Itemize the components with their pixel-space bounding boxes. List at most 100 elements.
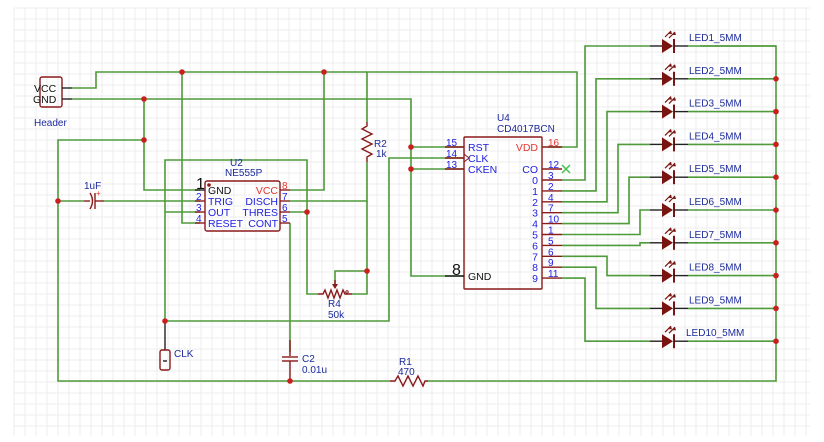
- wire-led-output[interactable]: [562, 176, 650, 225]
- u4-pin-name: CKEN: [468, 164, 497, 176]
- u4-output-name: 8: [532, 262, 538, 274]
- u2-pin-number: 2: [196, 192, 202, 203]
- u4-value: CD4017BCN: [497, 124, 555, 135]
- u2-pin-number: 5: [282, 214, 288, 225]
- capacitor-c2[interactable]: C2 0.01u: [282, 340, 327, 381]
- led[interactable]: LED8_5MM: [650, 260, 742, 283]
- led-label: LED7_5MM: [689, 230, 742, 241]
- u4-output-name: 4: [532, 219, 538, 231]
- capacitor-c1[interactable]: + 1uF: [84, 181, 104, 210]
- ic-u2-ne555[interactable]: U2 NE555P: [204, 158, 281, 232]
- u4-pin-number: 8: [452, 262, 461, 279]
- wire-vcc-555[interactable]: [181, 72, 200, 224]
- wire-led-output[interactable]: [562, 209, 650, 236]
- wire-led-output[interactable]: [562, 110, 650, 203]
- u4-output-name: 5: [532, 230, 538, 242]
- r4-value: 50k: [328, 310, 345, 321]
- u2-pin-name: CONT: [248, 218, 278, 230]
- u4-co-number: 12: [548, 160, 560, 171]
- wire-gnd-top[interactable]: [144, 98, 464, 277]
- svg-text:+: +: [96, 189, 101, 198]
- led[interactable]: LED2_5MM: [650, 63, 742, 86]
- wire-led-output[interactable]: [562, 255, 650, 277]
- c2-value: 0.01u: [302, 365, 327, 376]
- r1-ref: R1: [399, 357, 412, 368]
- u4-pin-number: 13: [446, 160, 458, 171]
- u2-pin-name: DISCH: [245, 196, 278, 208]
- u4-output-name: 1: [532, 186, 538, 198]
- u2-pin-name: GND: [208, 185, 232, 197]
- u4-pin-number: 14: [446, 149, 458, 160]
- no-connect-marker: [561, 164, 571, 174]
- r2-ref: R2: [374, 139, 387, 150]
- c1-value: 1uF: [84, 181, 101, 192]
- c2-ref: C2: [302, 354, 315, 365]
- u4-pin-name: RST: [468, 142, 490, 154]
- wire-thres[interactable]: [290, 211, 318, 295]
- wire-vcc[interactable]: [72, 71, 578, 148]
- wire-led-output[interactable]: [562, 143, 650, 214]
- u4-output-pin-number: 11: [548, 269, 559, 280]
- wires: [57, 45, 777, 382]
- potentiometer-r4[interactable]: R4 50k: [318, 280, 352, 321]
- wire-vcc-pin8[interactable]: [290, 72, 325, 191]
- u4-output-pin-number: 2: [548, 182, 554, 193]
- wire-led-output[interactable]: [562, 45, 650, 181]
- led[interactable]: LED7_5MM: [650, 227, 742, 250]
- r1-value: 470: [398, 367, 415, 378]
- clk-probe[interactable]: CLK: [159, 321, 194, 371]
- u2-pin-number: 8: [282, 181, 288, 192]
- led[interactable]: LED5_5MM: [650, 161, 742, 185]
- wire-gnd-left[interactable]: [57, 139, 390, 382]
- u2-pin-name: TRIG: [208, 196, 233, 208]
- wire-thres-top[interactable]: [164, 159, 308, 213]
- led[interactable]: LED9_5MM: [650, 292, 742, 316]
- led[interactable]: LED1_5MM: [650, 30, 742, 53]
- led-label: LED9_5MM: [689, 295, 742, 306]
- led[interactable]: LED6_5MM: [650, 194, 742, 217]
- u4-output-pin-number: 5: [548, 236, 554, 247]
- junctions: [55, 69, 414, 384]
- u2-pin-name: VCC: [256, 185, 279, 197]
- resistor-r1[interactable]: R1 470: [390, 357, 428, 388]
- wire-led-output[interactable]: [562, 266, 650, 310]
- wire-gnd[interactable]: [72, 98, 200, 191]
- u4-output-name: 6: [532, 240, 538, 252]
- wire-out-clk[interactable]: [164, 157, 464, 322]
- r4-ref: R4: [328, 299, 341, 310]
- resistor-r2[interactable]: R2 1k: [360, 122, 388, 162]
- u2-pin-number: 4: [196, 214, 202, 225]
- header-connector[interactable]: VCC GND Header: [33, 76, 72, 129]
- u4-pin-name: CLK: [468, 153, 488, 165]
- u4-output-name: 7: [532, 251, 538, 263]
- u4-output-pin-number: 1: [548, 226, 554, 237]
- u4-ref: U4: [497, 113, 510, 124]
- led-label: LED3_5MM: [689, 99, 742, 110]
- wire-led-output[interactable]: [562, 277, 650, 343]
- u4-output-name: 9: [532, 273, 538, 285]
- wire-led-output[interactable]: [562, 242, 650, 247]
- u4-output-pin-number: 10: [548, 215, 560, 226]
- led-label: LED6_5MM: [689, 197, 742, 208]
- led-label: LED10_5MM: [686, 328, 744, 339]
- u4-vdd-number: 16: [548, 138, 560, 149]
- led[interactable]: LED4_5MM: [650, 128, 742, 152]
- led[interactable]: LED10_5MM: [650, 325, 744, 349]
- u4-output-name: 0: [532, 175, 538, 187]
- led-label: LED4_5MM: [689, 131, 742, 142]
- u4-output-pin-number: 7: [548, 204, 554, 215]
- wire-led-output[interactable]: [562, 78, 650, 192]
- u4-output-name: 3: [532, 208, 538, 220]
- u4-pin-name: GND: [468, 271, 492, 283]
- wire-pot-right[interactable]: [352, 271, 368, 295]
- u2-pin-name: OUT: [208, 207, 231, 219]
- u4-output-name: 2: [532, 197, 538, 209]
- led[interactable]: LED3_5MM: [650, 96, 742, 119]
- u2-pin-number: 3: [196, 203, 202, 214]
- u2-pin-number: 1: [196, 176, 205, 193]
- header-pin-gnd: GND: [33, 94, 57, 106]
- r2-value: 1k: [376, 149, 388, 160]
- wire-pot-wiper[interactable]: [334, 201, 368, 284]
